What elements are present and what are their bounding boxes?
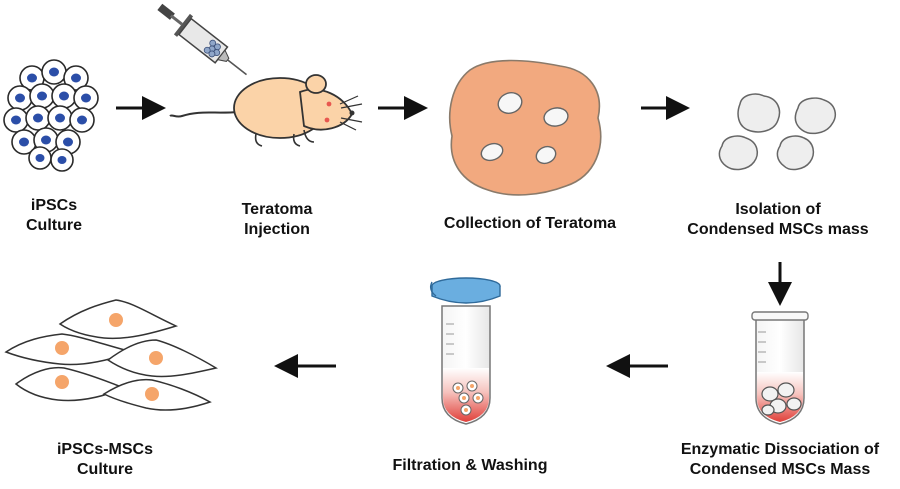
mouse-icon (169, 74, 363, 147)
syringe-icon (157, 3, 248, 76)
msc-mass-icon (718, 93, 837, 171)
label-collection: Collection of Teratoma (443, 215, 617, 232)
ipsc-colony-icon (3, 59, 99, 172)
teratoma-icon (448, 59, 602, 196)
label-filtration: Filtration & Washing (392, 457, 548, 474)
enzymatic-tube-icon (751, 311, 809, 425)
msc-cells-icon (4, 299, 218, 411)
filter-tube-icon (429, 277, 501, 425)
